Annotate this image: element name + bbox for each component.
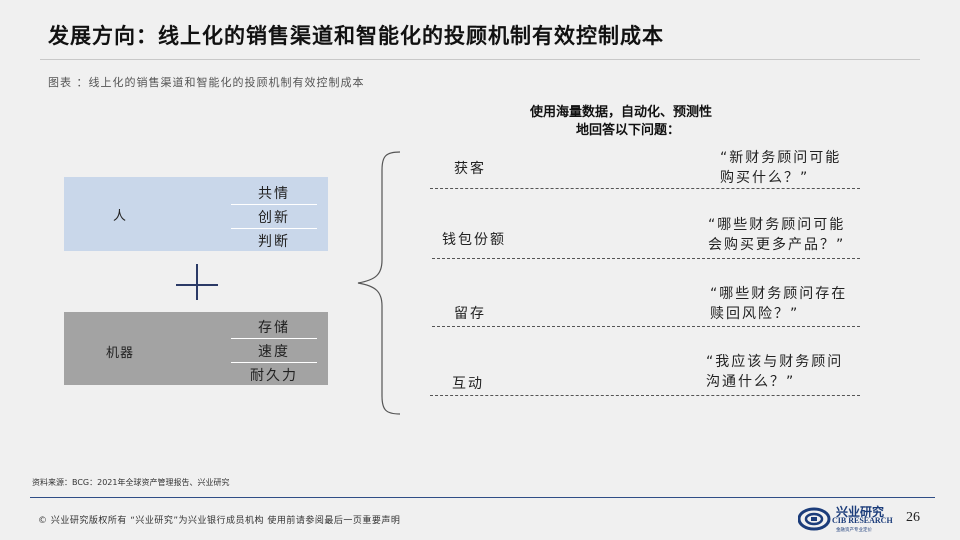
category-label: 获客 — [454, 161, 486, 177]
attribute-divider — [231, 228, 317, 229]
curly-brace-icon — [357, 151, 401, 415]
attribute-divider — [231, 204, 317, 205]
question-line: “哪些财务顾问可能 — [708, 217, 846, 233]
page-number: 26 — [906, 510, 920, 525]
question-quote: “哪些财务顾问可能 会购买更多产品？” — [708, 215, 845, 255]
category-label: 钱包份额 — [442, 232, 506, 248]
questions-header-line: 地回答以下问题： — [576, 123, 681, 138]
category-label: 留存 — [454, 306, 486, 322]
logo-mark-icon — [798, 507, 831, 531]
human-attribute: 创新 — [258, 210, 290, 226]
plus-icon — [196, 264, 198, 300]
machine-attribute: 速度 — [258, 344, 290, 360]
machine-box — [64, 312, 328, 385]
logo-tagline: 金融资产专业定价 — [836, 528, 872, 533]
category-label: 互动 — [452, 376, 484, 392]
row-divider — [430, 395, 860, 396]
question-line: “哪些财务顾问存在 — [710, 286, 848, 302]
question-quote: “我应该与财务顾问 沟通什么？” — [706, 352, 843, 392]
human-box — [64, 177, 328, 251]
machine-attribute: 存储 — [258, 320, 290, 336]
footer-disclaimer: © 兴业研究版权所有 “兴业研究”为兴业银行成员机构 使用前请参阅最后一页重要声… — [38, 516, 401, 526]
questions-header: 使用海量数据，自动化、预测性 地回答以下问题： — [530, 104, 780, 140]
attribute-divider — [231, 338, 317, 339]
human-attribute: 共情 — [258, 186, 290, 202]
question-line: 沟通什么？” — [706, 374, 796, 390]
question-quote: “新财务顾问可能 购买什么？” — [720, 148, 841, 188]
footer-divider — [30, 497, 935, 498]
row-divider — [432, 326, 860, 327]
logo-text-en: CIB RESEARCH — [832, 516, 893, 525]
attribute-divider — [231, 362, 317, 363]
source-note: 资料来源：BCG：2021年全球资产管理报告、兴业研究 — [32, 478, 230, 487]
question-line: 会购买更多产品？” — [708, 237, 846, 253]
logo-text-cn: 兴业研究 — [836, 505, 885, 519]
question-line: 赎回风险？” — [710, 306, 800, 322]
title-divider — [40, 59, 920, 60]
figure-caption: 图表 ：线上化的销售渠道和智能化的投顾机制有效控制成本 — [48, 76, 365, 89]
question-line: “新财务顾问可能 — [720, 150, 842, 166]
cib-research-logo: 兴业研究 CIB RESEARCH 金融资产专业定价 — [798, 503, 893, 535]
question-line: 购买什么？” — [720, 170, 810, 186]
machine-label: 机器 — [106, 346, 135, 361]
row-divider — [432, 258, 860, 259]
human-label: 人 — [113, 209, 128, 224]
page-title: 发展方向：线上化的销售渠道和智能化的投顾机制有效控制成本 — [48, 23, 664, 48]
machine-attribute: 耐久力 — [250, 368, 298, 384]
human-attribute: 判断 — [258, 234, 290, 250]
questions-header-line: 使用海量数据，自动化、预测性 — [530, 105, 713, 120]
question-line: “我应该与财务顾问 — [706, 354, 844, 370]
question-quote: “哪些财务顾问存在 赎回风险？” — [710, 284, 847, 324]
row-divider — [430, 188, 860, 189]
